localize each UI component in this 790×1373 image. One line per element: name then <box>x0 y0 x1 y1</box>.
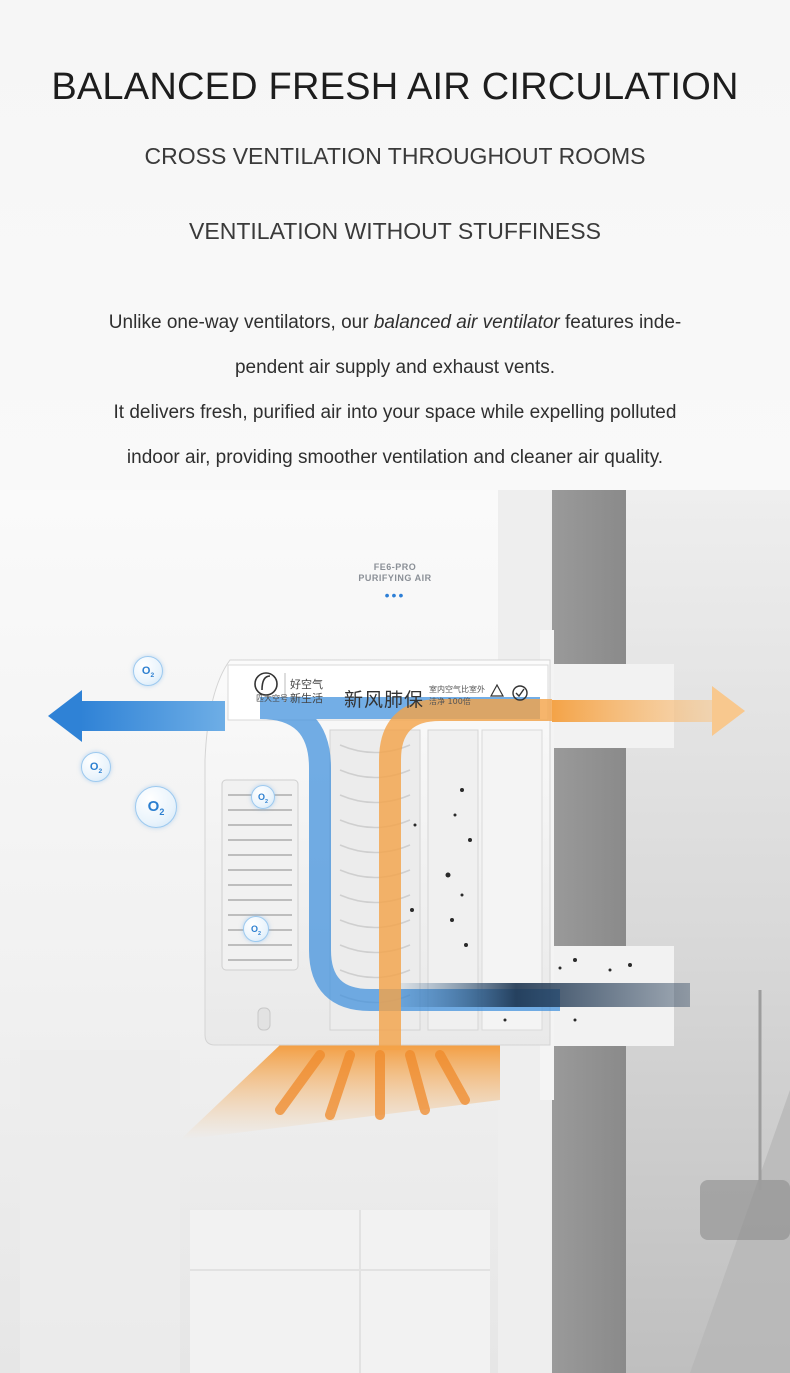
model-dots-icon: ••• <box>384 587 406 603</box>
description-line-3: It delivers fresh, purified air into you… <box>113 402 677 423</box>
oxygen-subscript: 2 <box>159 807 165 817</box>
ventilation-diagram <box>0 490 790 1373</box>
ventilation-illustration: 匹大空号 好空气 新生活 新风肺保 室内空气比室外 洁净 100倍 FE6-PR… <box>0 490 790 1373</box>
oxygen-label: O <box>147 798 160 815</box>
outflow-rays <box>275 1050 470 1120</box>
header-section: BALANCED FRESH AIR CIRCULATION CROSS VEN… <box>0 0 790 490</box>
oxygen-bubble-icon: O2 <box>243 916 269 942</box>
oxygen-label: O <box>250 924 258 934</box>
unit-company-name: 匹大空号 <box>256 694 288 703</box>
description-line-4: indoor air, providing smoother ventilati… <box>126 447 664 468</box>
oxygen-bubble-icon: O2 <box>251 785 275 809</box>
exhaust-duct-flow <box>400 983 690 1007</box>
unit-spec-line-2: 洁净 100倍 <box>429 697 471 706</box>
exhaust-air-arrow <box>712 686 745 736</box>
description-line-1-start: Unlike one-way ventilators, our <box>108 312 374 333</box>
filter-panel-right <box>427 729 479 1031</box>
fan-grille <box>221 779 299 971</box>
unit-spec: 室内空气比室外 洁净 100倍 <box>429 684 485 708</box>
filter-panel-outer <box>481 729 543 1031</box>
oxygen-subscript: 2 <box>98 768 103 776</box>
filter-cartridge <box>329 729 421 1031</box>
oxygen-bubble-icon: O2 <box>81 752 111 782</box>
description-emphasis: balanced air ventilator <box>373 312 560 333</box>
subtitle-no-stuffiness: VENTILATION WITHOUT STUFFINESS <box>189 218 601 244</box>
oxygen-subscript: 2 <box>150 672 155 680</box>
fresh-air-stream <box>80 701 225 731</box>
description-line-2: pendent air supply and exhaust vents. <box>234 357 556 378</box>
pollution-particles <box>410 788 632 1022</box>
fresh-air-path <box>259 697 560 1011</box>
description-line-1: Unlike one-way ventilators, our balanced… <box>60 300 730 345</box>
exhaust-air-path <box>379 699 552 1050</box>
oxygen-label: O <box>89 761 99 773</box>
page-title: BALANCED FRESH AIR CIRCULATION <box>51 66 739 108</box>
cabinet <box>190 1210 490 1373</box>
oxygen-label: O <box>141 665 151 677</box>
furniture-left <box>20 1050 180 1373</box>
oxygen-subscript: 2 <box>265 798 268 805</box>
brand-logo-icon <box>254 672 278 696</box>
unit-brand-name: 新风肺保 <box>344 689 425 711</box>
oxygen-label: O <box>257 792 265 802</box>
outdoor-car <box>700 1180 790 1240</box>
unit-slogan: 好空气 新生活 <box>290 678 323 706</box>
unit-spec-line-1: 室内空气比室外 <box>429 685 485 694</box>
subtitle-cross-ventilation: CROSS VENTILATION THROUGHOUT ROOMS <box>144 143 646 169</box>
unit-slogan-line-1: 好空气 <box>290 678 323 691</box>
unit-button <box>257 1007 271 1031</box>
model-label: FE6-PRO PURIFYING AIR <box>335 562 455 584</box>
oxygen-subscript: 2 <box>258 930 261 937</box>
description-paragraph: Unlike one-way ventilators, our balanced… <box>60 300 730 480</box>
wall <box>552 490 626 1373</box>
oxygen-bubble-icon: O2 <box>135 786 177 828</box>
description-line-1-end: features inde- <box>559 312 682 333</box>
oxygen-bubble-icon: O2 <box>133 656 163 686</box>
model-name: FE6-PRO <box>373 562 417 572</box>
fresh-air-arrow <box>48 690 82 742</box>
exhaust-air-stream <box>552 700 712 722</box>
certification-icons <box>489 683 528 701</box>
model-caption: PURIFYING AIR <box>358 573 432 583</box>
brand-logo-mark <box>261 675 271 691</box>
unit-slogan-line-2: 新生活 <box>290 692 323 705</box>
